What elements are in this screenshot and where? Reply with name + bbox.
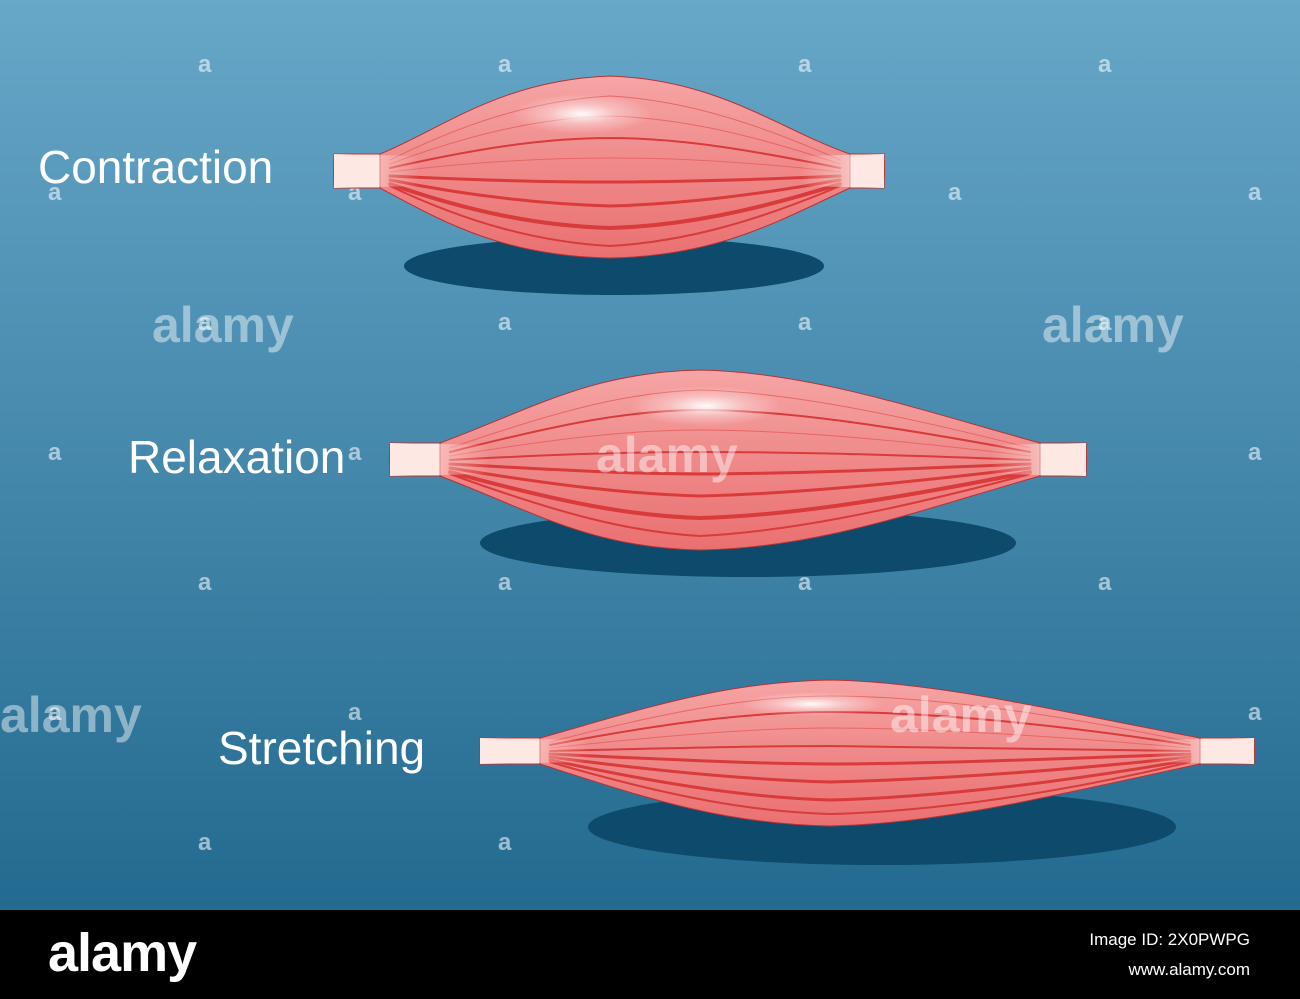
muscle-contraction [333, 75, 885, 295]
watermark-large: alamy [0, 687, 142, 743]
footer-logo[interactable]: alamy [48, 923, 197, 983]
muscle-relaxation [389, 369, 1087, 577]
muscle-shadow [404, 237, 824, 295]
watermark-mark: a [198, 569, 212, 596]
site-url[interactable]: www.alamy.com [1128, 960, 1250, 979]
muscle-highlight [512, 94, 652, 134]
watermark-mark: a [48, 699, 62, 726]
watermark-mark: a [1098, 569, 1112, 596]
watermark-mark: a [498, 829, 512, 856]
watermark-mark: a [798, 51, 812, 78]
tendon-blend-left [390, 443, 490, 476]
watermark-mark: a [798, 309, 812, 336]
watermark-mark: a [348, 439, 362, 466]
watermark-mark: a [948, 179, 962, 206]
watermark-mark: a [198, 309, 212, 336]
tendon-blend-right [1150, 738, 1254, 764]
watermark-mark: a [1098, 51, 1112, 78]
watermark-mark: a [1248, 439, 1262, 466]
tendon-blend-left [480, 738, 590, 764]
watermark-mark: a [1248, 179, 1262, 206]
watermark-large: alamy [1042, 297, 1184, 353]
watermark-mark: a [498, 51, 512, 78]
watermark-mark: a [498, 569, 512, 596]
image-id-text: Image ID: 2X0PWPG [1089, 930, 1250, 949]
watermark-mark: a [198, 51, 212, 78]
watermark-mark: a [1248, 699, 1262, 726]
muscle-stretching [479, 679, 1255, 865]
tendon-blend-right [800, 154, 884, 188]
muscle-states-diagram: aaaaaaaaaaaaaaaaaaaaaaaaaaaaaaa [0, 0, 1300, 910]
tendon-blend-left [334, 154, 420, 188]
watermark-mark: a [48, 439, 62, 466]
tendon-blend-right [990, 443, 1086, 476]
watermark-large: alamy [890, 687, 1032, 743]
watermark-large: alamy [152, 297, 294, 353]
label-stretching: Stretching [218, 722, 425, 774]
label-contraction: Contraction [38, 141, 273, 193]
watermark-mark: a [348, 699, 362, 726]
muscle-highlight [630, 386, 782, 426]
muscle-highlight [740, 692, 884, 716]
watermark-mark: a [198, 829, 212, 856]
watermark-mark: a [48, 179, 62, 206]
footer-bar: alamy Image ID: 2X0PWPG www.alamy.com [0, 910, 1300, 999]
watermark-mark: a [498, 309, 512, 336]
watermark-large: alamy [596, 427, 738, 483]
label-relaxation: Relaxation [128, 431, 345, 483]
watermark-mark: a [1098, 309, 1112, 336]
muscle-fibers [548, 695, 1192, 816]
